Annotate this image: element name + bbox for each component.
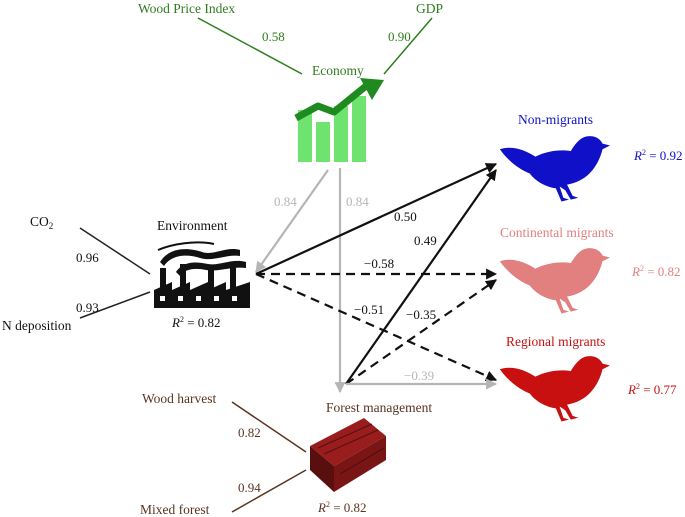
bird-icon-non-migrants <box>499 136 610 202</box>
factory-pollution-icon <box>154 241 250 308</box>
bird-r2-continental: R2 = 0.82 <box>631 264 681 279</box>
bird-label-regional: Regional migrants <box>506 334 605 349</box>
path-management-non-migrants <box>345 169 497 385</box>
bird-label-continental: Continental migrants <box>500 225 614 240</box>
coef-environment-continental: −0.58 <box>364 256 394 271</box>
loading-line-wood-price <box>197 17 303 75</box>
economy-label: Economy <box>312 63 364 78</box>
indicator-wood-harvest: Wood harvest <box>142 391 217 406</box>
indicator-wood-price-index: Wood Price Index <box>138 1 235 16</box>
path-economy-environment <box>255 169 329 273</box>
path-management-continental <box>345 279 497 385</box>
management-label: Forest management <box>326 400 432 415</box>
coef-environment-non-migrants: 0.50 <box>394 209 417 224</box>
coef-management-regional: −0.39 <box>404 368 434 383</box>
loading-mixed-forest: 0.94 <box>238 480 261 495</box>
loading-wood-harvest: 0.82 <box>238 425 261 440</box>
indicator-mixed-forest: Mixed forest <box>140 502 210 517</box>
indicator-n-deposition: N deposition <box>2 318 72 333</box>
rising-bar-chart-icon <box>294 78 384 162</box>
indicator-gdp: GDP <box>416 1 443 16</box>
loading-line-wood-harvest <box>231 401 307 453</box>
loading-wood-price-index: 0.58 <box>262 29 285 44</box>
coef-management-continental: −0.35 <box>406 307 436 322</box>
log-icon <box>310 418 386 492</box>
management-r2: R2 = 0.82 <box>317 500 367 515</box>
coef-environment-regional: −0.51 <box>354 302 384 317</box>
environment-r2: R2 = 0.82 <box>171 315 221 330</box>
bird-icon-regional <box>499 356 610 422</box>
loading-line-gdp <box>383 17 433 75</box>
loading-co2: 0.96 <box>76 250 99 265</box>
bird-r2-non-migrants: R2 = 0.92 <box>633 148 683 163</box>
coef-economy-environment: 0.84 <box>274 194 297 209</box>
path-environment-non-migrants <box>255 163 497 275</box>
bird-icon-continental <box>499 248 610 314</box>
bird-r2-regional: R2 = 0.77 <box>627 382 677 397</box>
loading-n-deposition: 0.93 <box>76 300 99 315</box>
environment-label: Environment <box>157 218 228 233</box>
coef-management-non-migrants: 0.49 <box>414 233 437 248</box>
loading-line-mixed-forest <box>231 469 307 513</box>
loading-gdp: 0.90 <box>388 29 411 44</box>
coef-economy-management: 0.84 <box>346 194 369 209</box>
indicator-co2: CO2 <box>30 214 53 231</box>
bird-label-non-migrants: Non-migrants <box>518 112 593 127</box>
loading-line-co2 <box>79 227 151 275</box>
path-environment-regional <box>255 272 498 382</box>
loading-line-n-deposition <box>79 291 151 319</box>
